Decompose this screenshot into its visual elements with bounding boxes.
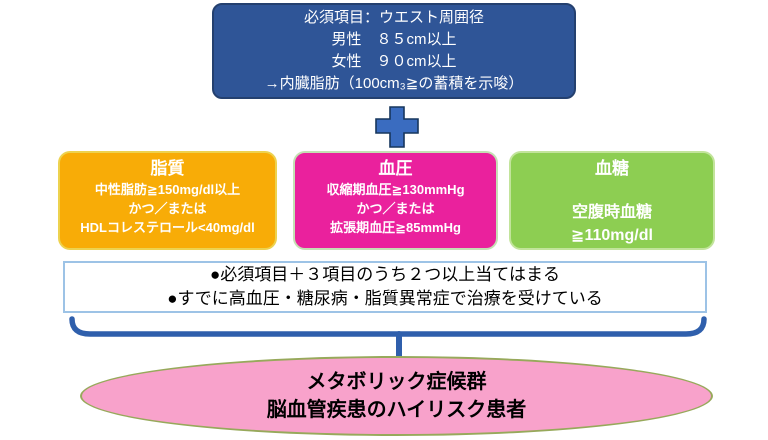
blood-sugar-box: 血糖 空腹時血糖 ≧110mg/dl (509, 151, 715, 250)
blood-sugar-line: 空腹時血糖 (571, 204, 652, 221)
blood-pressure-line: 拡張期血圧≧85mmHg (330, 220, 461, 235)
result-line: 脳血管疾患のハイリスク患者 (266, 399, 527, 421)
blood-pressure-box: 血圧 収縮期血圧≧130mmHg かつ／または 拡張期血圧≧85mmHg (293, 151, 498, 250)
blood-pressure-title: 血圧 (378, 159, 413, 178)
required-item-line: →内臓脂肪（100cm₃≧の蓄積を示唆） (264, 75, 524, 92)
lipid-title: 脂質 (150, 159, 185, 178)
condition-box: ●必須項目＋３項目のうち２つ以上当てはまる ●すでに高血圧・糖尿病・脂質異常症で… (63, 261, 707, 313)
lipid-line: HDLコレステロール<40mg/dl (80, 220, 255, 235)
condition-line: ●すでに高血圧・糖尿病・脂質異常症で治療を受けている (167, 289, 603, 308)
result-ellipse: メタボリック症候群 脳血管疾患のハイリスク患者 (80, 356, 713, 436)
required-item-line: 女性 ９０cm以上 (331, 53, 457, 70)
blood-sugar-line: ≧110mg/dl (571, 227, 653, 244)
required-item-line: 男性 ８５cm以上 (331, 31, 457, 48)
lipid-line: かつ／または (128, 201, 207, 216)
required-item-box: 必須項目：ウエスト周囲径 男性 ８５cm以上 女性 ９０cm以上 →内臓脂肪（1… (212, 3, 576, 99)
blood-pressure-line: かつ／または (356, 201, 435, 216)
plus-icon (374, 105, 420, 149)
lipid-line: 中性脂肪≧150mg/dl以上 (94, 182, 241, 197)
lipid-box: 脂質 中性脂肪≧150mg/dl以上 かつ／または HDLコレステロール<40m… (58, 151, 277, 250)
condition-line: ●必須項目＋３項目のうち２つ以上当てはまる (210, 265, 560, 284)
required-item-line: 必須項目：ウエスト周囲径 (303, 9, 484, 26)
curly-brace-icon (68, 316, 708, 362)
result-line: メタボリック症候群 (306, 371, 487, 393)
blood-sugar-title: 血糖 (595, 159, 629, 178)
blood-pressure-line: 収縮期血圧≧130mmHg (326, 182, 465, 197)
